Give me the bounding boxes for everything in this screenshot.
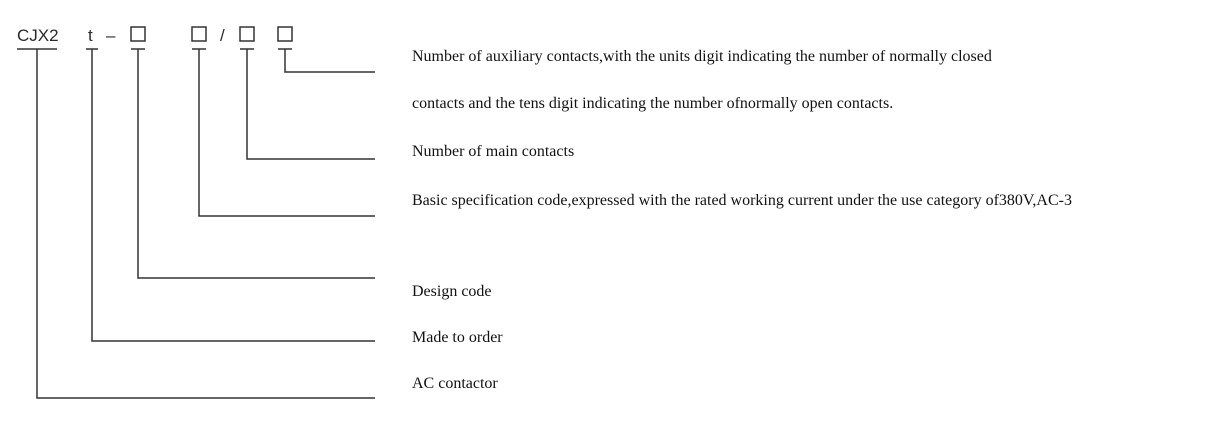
design-code-box (130, 26, 146, 42)
ac-contactor-leader (36, 49, 375, 399)
basic-spec-description: Basic specification code,expressed with … (412, 192, 1072, 209)
main-contacts-description: Number of main contacts (412, 143, 575, 160)
aux-contacts-description-line2: contacts and the tens digit indicating t… (412, 95, 894, 112)
basic-spec-leader (198, 49, 375, 217)
made-to-order-description: Made to order (412, 329, 503, 346)
basic-spec-box (191, 26, 207, 42)
design-code-description: Design code (412, 283, 492, 300)
ac-contactor-description: AC contactor (412, 375, 498, 392)
design-code-leader (137, 49, 375, 279)
main-contacts-box (239, 26, 255, 42)
model-slash: / (220, 26, 225, 45)
model-suffix: t (88, 26, 93, 45)
model-prefix: CJX2 (17, 26, 59, 45)
main-contacts-leader (246, 49, 375, 160)
made-to-order-leader (91, 49, 375, 342)
aux-contacts-leader (284, 49, 375, 73)
model-dash: – (106, 26, 116, 45)
aux-contacts-box (277, 26, 293, 42)
aux-contacts-description-line1: Number of auxiliary contacts,with the un… (412, 48, 992, 65)
